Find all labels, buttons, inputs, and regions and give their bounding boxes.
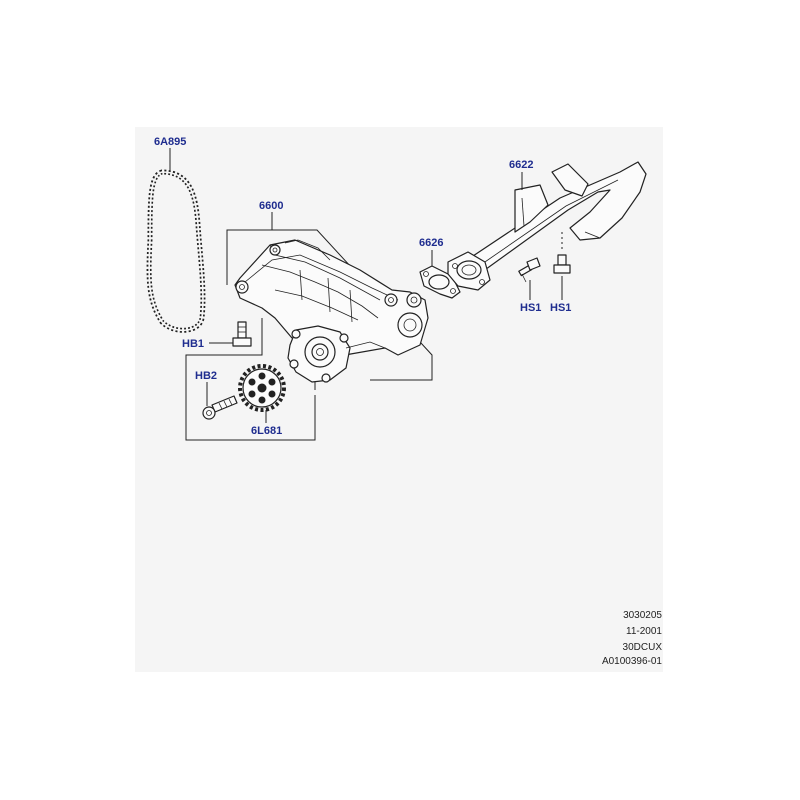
callout-gasket: 6626 (419, 237, 443, 249)
callout-chain: 6A895 (154, 136, 186, 148)
callout-bolt-hb1: HB1 (182, 338, 204, 350)
lower-group-box (185, 318, 316, 441)
callout-sprocket: 6L681 (251, 425, 282, 437)
callout-oil-pump: 6600 (259, 200, 283, 212)
reference-model-code: 30DCUX (622, 642, 662, 653)
reference-number: 3030205 (623, 610, 662, 621)
callout-bolt-hb2: HB2 (195, 370, 217, 382)
bolt-hb2 (202, 395, 238, 420)
callout-screw-hs1-right: HS1 (550, 302, 571, 314)
diagram-frame (135, 127, 663, 672)
timing-chain (146, 169, 206, 333)
bolt-hb1 (232, 321, 252, 347)
pickup-tube (447, 161, 647, 291)
reference-date: 11-2001 (626, 626, 662, 637)
sprocket (238, 364, 286, 412)
screw-hs1-left (518, 257, 541, 283)
callout-screw-hs1-left: HS1 (520, 302, 541, 314)
screw-hs1-right (553, 254, 571, 274)
callout-pickup-tube: 6622 (509, 159, 533, 171)
gasket (419, 265, 461, 299)
reference-illustration-id: A0100396-01 (601, 656, 662, 667)
oil-pump-body (234, 239, 429, 383)
